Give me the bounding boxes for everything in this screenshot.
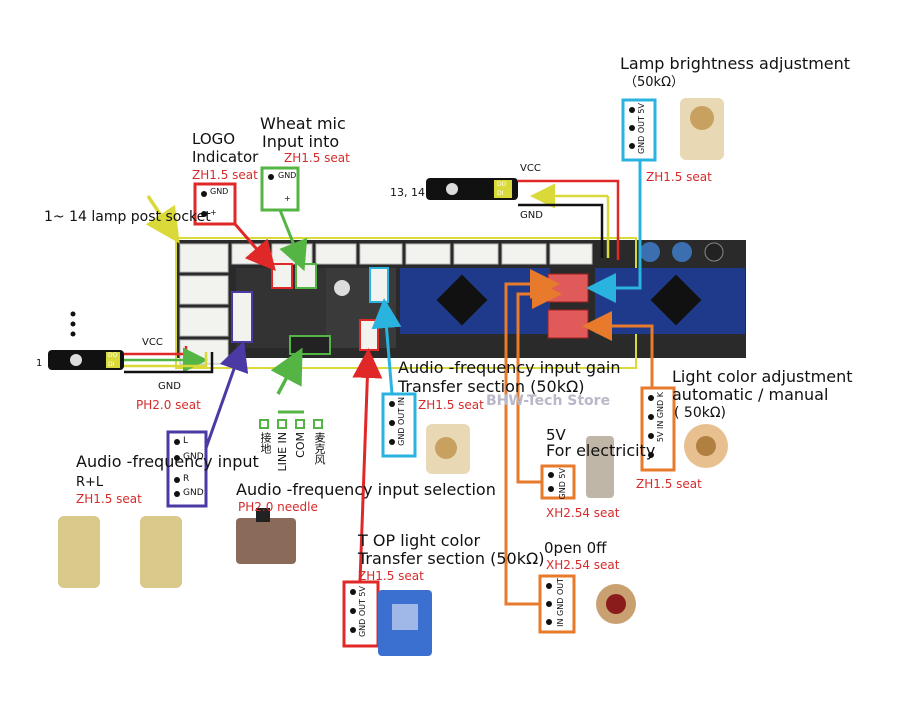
switch-connector (504, 269, 636, 634)
lamp-brightness-connector (586, 98, 724, 303)
gain-pin-out: OUT (397, 407, 406, 425)
top-light-pins: GND OUT 5V (358, 586, 368, 637)
socket-arrow (145, 195, 180, 244)
color-pin-k: K (656, 392, 665, 398)
lamp-pin-out: OUT (637, 116, 646, 134)
open-off-title: 0pen 0ff (544, 539, 607, 557)
top-light-seat: ZH1.5 seat (358, 569, 424, 583)
audio-input-title: Audio -frequency input (76, 452, 259, 471)
audio-pin-l: L (183, 436, 189, 446)
lamp-pin-5v: 5V (637, 103, 646, 114)
lamp-socket-label: 1~ 14 lamp post socket (44, 209, 211, 225)
strip-top-pin-do: DO (497, 181, 507, 188)
vcc-top-label: VCC (520, 163, 541, 174)
led-strip-top (426, 178, 518, 200)
switch-pins: IN GND OUT (556, 578, 566, 627)
open-off-seat: XH2.54 seat (546, 558, 620, 572)
strip-top-pin-di: DI (497, 190, 504, 197)
audio-input-seat: ZH1.5 seat (76, 492, 142, 506)
power-5v-pins: GND 5V (558, 468, 568, 499)
audio-select-title: Audio -frequency input selection (236, 480, 496, 499)
sel-linein-label: LINE IN (276, 432, 289, 472)
audio-gain-connector (371, 298, 470, 474)
watermark: BHW-Tech Store (486, 393, 611, 409)
lamp-pin-gnd: GND (637, 135, 646, 155)
audio-select-pins (236, 347, 323, 564)
ph20-seat-label: PH2.0 seat (136, 398, 201, 412)
top-pin-5v: 5V (358, 586, 367, 597)
strip-left-pin-do: DO (108, 352, 118, 359)
top-light-connector (342, 348, 432, 656)
light-color-pins: 5V IN GND K (656, 392, 666, 442)
gnd-left-label: GND (158, 381, 181, 392)
sel-mic-label: 麦克风 (313, 432, 326, 465)
light-color-seat: ZH1.5 seat (636, 477, 702, 491)
light-color-sub: automatic / manual (672, 385, 829, 404)
mic-connector (260, 166, 308, 272)
audio-input-rl: R+L (76, 475, 104, 490)
switch-pin-gnd: GND (556, 597, 565, 616)
lamp-brightness-pins: GND OUT 5V (637, 103, 647, 154)
main-board (175, 237, 746, 369)
wheat-mic-sub: Input into (262, 132, 340, 151)
lamp-brightness-seat: ZH1.5 seat (646, 170, 712, 184)
light-color-ohm: ( 50kΩ) (674, 405, 726, 421)
logo-connector (193, 182, 276, 272)
audio-input-connector (58, 340, 249, 588)
top-pin-gnd: GND (358, 618, 367, 638)
light-color-connector (582, 311, 728, 472)
top-light-sub: Transfer section (50kΩ) (358, 549, 545, 568)
led-strip-left (48, 311, 124, 370)
wheat-mic-seat: ZH1.5 seat (284, 151, 350, 165)
power-pin-gnd: GND (558, 481, 567, 500)
audio-gain-title: Audio -frequency input gain (398, 358, 621, 377)
top-strip-wires (518, 179, 620, 260)
switch-pin-out: OUT (556, 578, 565, 596)
power-5v-seat: XH2.54 seat (546, 506, 620, 520)
logo-pin-plus: + (210, 208, 217, 217)
switch-pin-in: IN (556, 618, 565, 627)
power-5v-sub: For electricity (546, 441, 656, 460)
mic-pin-plus: + (284, 194, 291, 203)
gain-pin-in: IN (397, 397, 406, 406)
logo-seat: ZH1.5 seat (192, 168, 258, 182)
logo-title: LOGO (192, 130, 236, 148)
audio-pin-l-gnd: GND (183, 452, 204, 462)
light-color-title: Light color adjustment (672, 367, 853, 386)
gain-pin-gnd: GND (397, 427, 406, 446)
strip-top-num: 13, 14 (390, 186, 425, 199)
top-light-title: T OP light color (358, 531, 481, 550)
left-strip-wires (124, 346, 214, 374)
vcc-left-label: VCC (142, 337, 163, 348)
sel-com-label: COM (294, 432, 307, 458)
strip-left-pin-di: DI (108, 361, 115, 368)
logo-pin-gnd: GND (210, 187, 229, 196)
audio-gain-sub: Transfer section (50kΩ) (398, 377, 585, 396)
audio-pin-r-gnd: GND (183, 488, 204, 498)
lamp-brightness-ohm: （50kΩ） (624, 75, 685, 90)
mic-pin-gnd: GND (278, 171, 297, 180)
color-pin-in: IN (656, 420, 665, 430)
power-5v-title: 5V (546, 426, 566, 444)
lamp-brightness-title: Lamp brightness adjustment (620, 54, 851, 73)
audio-gain-seat: ZH1.5 seat (418, 398, 484, 412)
gnd-top-label: GND (520, 210, 543, 221)
sel-gnd-label: 接地 (259, 432, 272, 454)
strip-left-num: 1 (36, 358, 43, 369)
color-pin-gnd: GND (656, 399, 665, 419)
color-pin-5v: 5V (656, 431, 665, 443)
logo-sub: Indicator (192, 148, 259, 166)
top-pin-out: OUT (358, 599, 367, 617)
wheat-mic-title: Wheat mic (260, 114, 346, 133)
audio-pin-r: R (183, 474, 190, 484)
audio-select-seat: PH2.0 needle (238, 500, 318, 514)
audio-gain-pins: GND OUT IN (397, 397, 407, 446)
power-pin-5v: 5V (558, 468, 567, 479)
